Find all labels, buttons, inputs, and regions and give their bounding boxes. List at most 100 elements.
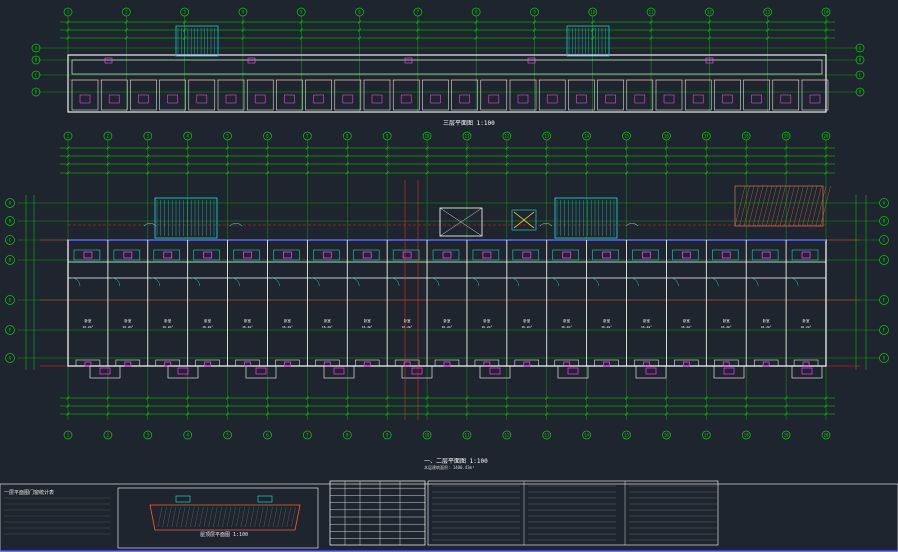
balcony — [115, 359, 141, 367]
upper-fixture — [705, 57, 714, 64]
round-feature — [229, 222, 243, 227]
balcony — [75, 359, 101, 367]
hatch-line — [739, 185, 750, 227]
room-area: 16.2m² — [83, 325, 94, 329]
dimension-tick — [824, 20, 828, 24]
upper-fixture — [167, 94, 178, 104]
axis-label: B — [859, 58, 862, 63]
axis-label: D — [859, 90, 862, 95]
axis-label: 11 — [649, 10, 654, 15]
inset-hatch — [190, 506, 195, 528]
upper-stair — [175, 25, 219, 57]
balcony-fixture — [643, 361, 650, 367]
inset-hatch — [208, 506, 213, 528]
room-area: 16.2m² — [162, 325, 173, 329]
dimension-tick — [185, 154, 190, 158]
axis-bubble — [223, 430, 232, 440]
room-label: 卧室 — [523, 318, 531, 323]
dimension-tick — [185, 146, 190, 150]
axis-label: 18 — [744, 134, 749, 139]
axis-bubble — [622, 430, 631, 440]
dimension-tick — [591, 20, 595, 24]
upper-room — [684, 79, 712, 111]
axis-label: 19 — [784, 134, 789, 139]
shaft-cross — [513, 211, 535, 229]
bath-fixture — [322, 251, 332, 259]
dimension-tick — [185, 162, 190, 166]
dimension-tick — [664, 162, 669, 166]
axis-label: C — [883, 238, 886, 243]
dimension-tick — [425, 146, 429, 150]
balcony — [235, 359, 260, 367]
hatch-line — [743, 185, 755, 227]
room-label: 卧室 — [364, 318, 371, 323]
upper-fixture — [605, 94, 616, 104]
axis-label: 6 — [358, 10, 361, 15]
axis-label: 8 — [346, 134, 349, 139]
axis-bubble — [855, 43, 865, 53]
axis-bubble — [781, 131, 791, 141]
inset-hatch — [259, 506, 264, 528]
axis-label: G — [883, 356, 886, 361]
upper-room — [772, 79, 800, 111]
axis-label: 5 — [226, 134, 229, 139]
dimension-tick — [265, 154, 270, 158]
bath-fixture — [801, 251, 811, 259]
upper-fixture — [342, 94, 354, 104]
axis-bubble — [183, 131, 193, 141]
dimension-tick — [744, 146, 748, 150]
axis-label: 3 — [147, 134, 150, 139]
axis-bubble — [303, 430, 312, 440]
inset-hatch — [268, 506, 273, 528]
axis-label: 7 — [417, 10, 420, 15]
dimension-tick — [505, 154, 509, 158]
room-area: 16.2m² — [202, 325, 213, 329]
title-frame — [0, 483, 898, 552]
axis-bubble — [263, 430, 272, 440]
axis-bubble — [855, 55, 865, 65]
balcony-fixture — [204, 361, 212, 367]
dimension-tick — [704, 171, 709, 175]
upper-room — [276, 79, 303, 111]
room-area: 16.2m² — [681, 325, 692, 329]
axis-bubble — [582, 131, 591, 141]
upper-fixture — [663, 94, 675, 104]
door-swing — [590, 277, 599, 287]
inset-hatch — [231, 506, 236, 528]
bath-fixture — [163, 251, 173, 259]
axis-bubble — [741, 131, 751, 141]
main-plan-area-note: 本层建筑面积: 1400.43m² — [424, 465, 475, 470]
axis-bubble — [5, 216, 15, 226]
balcony-fixture — [244, 361, 251, 367]
room-label: 卧室 — [683, 318, 691, 323]
axis-bubble — [502, 430, 512, 440]
dimension-tick — [532, 28, 537, 32]
axis-label: 8 — [475, 10, 478, 15]
dimension-tick — [425, 154, 429, 158]
dimension-tick — [474, 20, 478, 24]
room-label: 卧室 — [563, 318, 571, 323]
axis-bubble — [143, 430, 153, 440]
inset-hatch — [167, 506, 172, 528]
front-fixture — [801, 367, 813, 375]
inset-stair — [175, 495, 191, 503]
axis-label: 14 — [824, 10, 829, 15]
room-label: 卧室 — [603, 318, 611, 323]
dimension-tick — [704, 146, 709, 150]
inset-hatch — [236, 506, 241, 528]
axis-bubble — [879, 255, 889, 265]
axis-bubble — [622, 131, 631, 141]
upper-fixture — [459, 94, 470, 104]
inset-hatch — [282, 506, 287, 528]
hatch-line — [766, 185, 777, 227]
door-swing — [191, 277, 200, 287]
axis-bubble — [31, 43, 41, 53]
axis-label: C — [9, 238, 12, 243]
bath-block — [392, 249, 420, 261]
upper-room — [422, 79, 449, 111]
upper-fixture — [108, 94, 120, 104]
axis-label: 12 — [504, 134, 509, 139]
axis-label: 17 — [704, 134, 709, 139]
hatch-line — [820, 185, 831, 227]
axis-bubble — [103, 131, 113, 141]
